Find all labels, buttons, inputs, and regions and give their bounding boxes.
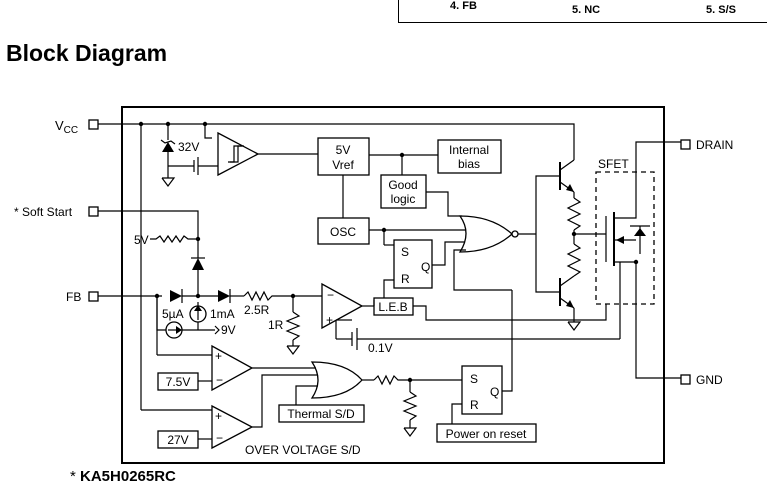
ovp-minus: − (216, 431, 223, 445)
ref-7v5-label: 7.5V (166, 375, 191, 389)
internal-bias-block (437, 139, 502, 174)
footnote-part: KA5H0265RC (80, 468, 176, 485)
footnote-star: * (70, 468, 81, 485)
shutdown-latch (461, 365, 503, 415)
uv-comparator (211, 344, 254, 392)
pin-vcc (88, 119, 99, 130)
chip-outline (121, 106, 665, 464)
good-logic-label-1: Good (388, 178, 417, 192)
vref-label-2: Vref (332, 158, 354, 172)
i5u-label: 5µA (162, 307, 184, 321)
latch1-q: Q (421, 260, 430, 274)
latch2-s: S (470, 372, 478, 386)
uv-plus: + (215, 349, 222, 363)
pwm-comparator (321, 282, 364, 330)
fb-label: FB (66, 290, 81, 304)
vcc-label: VCC (55, 118, 78, 136)
good-logic-label-2: logic (391, 192, 416, 206)
osc-label: OSC (330, 225, 356, 239)
v9-label: 9V (221, 323, 236, 337)
pwm-latch (393, 239, 433, 289)
latch1-r: R (401, 272, 410, 286)
thermal-sd-label: Thermal S/D (287, 407, 355, 421)
latch2-q: Q (490, 385, 499, 399)
power-on-reset-label: Power on reset (446, 427, 527, 441)
good-logic-block (380, 174, 427, 209)
gnd-label: GND (696, 373, 723, 387)
pin-table-edge (398, 0, 767, 23)
zener-label: 32V (178, 140, 199, 154)
leb-label: L.E.B (378, 300, 407, 314)
ovp-label: OVER VOLTAGE S/D (245, 443, 361, 457)
i1m-label: 1mA (210, 307, 235, 321)
latch2-r: R (470, 398, 479, 412)
vref-block (317, 137, 370, 176)
pin-fb (88, 291, 99, 302)
pin-list-fb: 4. FB (450, 0, 477, 12)
ref-27v-label: 27V (167, 433, 188, 447)
ovp-plus: + (215, 409, 222, 423)
vref-label-1: 5V (336, 143, 351, 157)
v01-label: 0.1V (368, 341, 393, 355)
pin-gnd (680, 374, 691, 385)
r25-label: 2.5R (244, 303, 270, 317)
or-gate (310, 361, 363, 399)
power-on-reset-block (436, 423, 537, 443)
page-title: Block Diagram (6, 40, 168, 66)
internal-bias-label-2: bias (458, 157, 480, 171)
sfet-box (595, 171, 655, 305)
pin-list-nc: 5. NC (572, 4, 601, 16)
sfet-label: SFET (598, 157, 629, 171)
osc-block (317, 217, 370, 245)
soft-start-label: * Soft Start (14, 205, 73, 219)
nor-gate (458, 215, 513, 253)
ovp-comparator (211, 404, 254, 450)
pwm-plus: + (326, 313, 333, 327)
internal-bias-label-1: Internal (449, 143, 489, 157)
r1-label: 1R (268, 318, 284, 332)
pin-drain (680, 139, 691, 150)
uv-minus: − (216, 373, 223, 387)
pin-soft-start (88, 206, 99, 217)
drain-label: DRAIN (696, 138, 733, 152)
latch1-s: S (401, 245, 409, 259)
thermal-sd-block (278, 404, 365, 423)
footnote: * KA5H0265RC (70, 468, 176, 485)
pwm-minus: − (327, 288, 334, 302)
pin-list-ss: 5. S/S (706, 4, 736, 16)
